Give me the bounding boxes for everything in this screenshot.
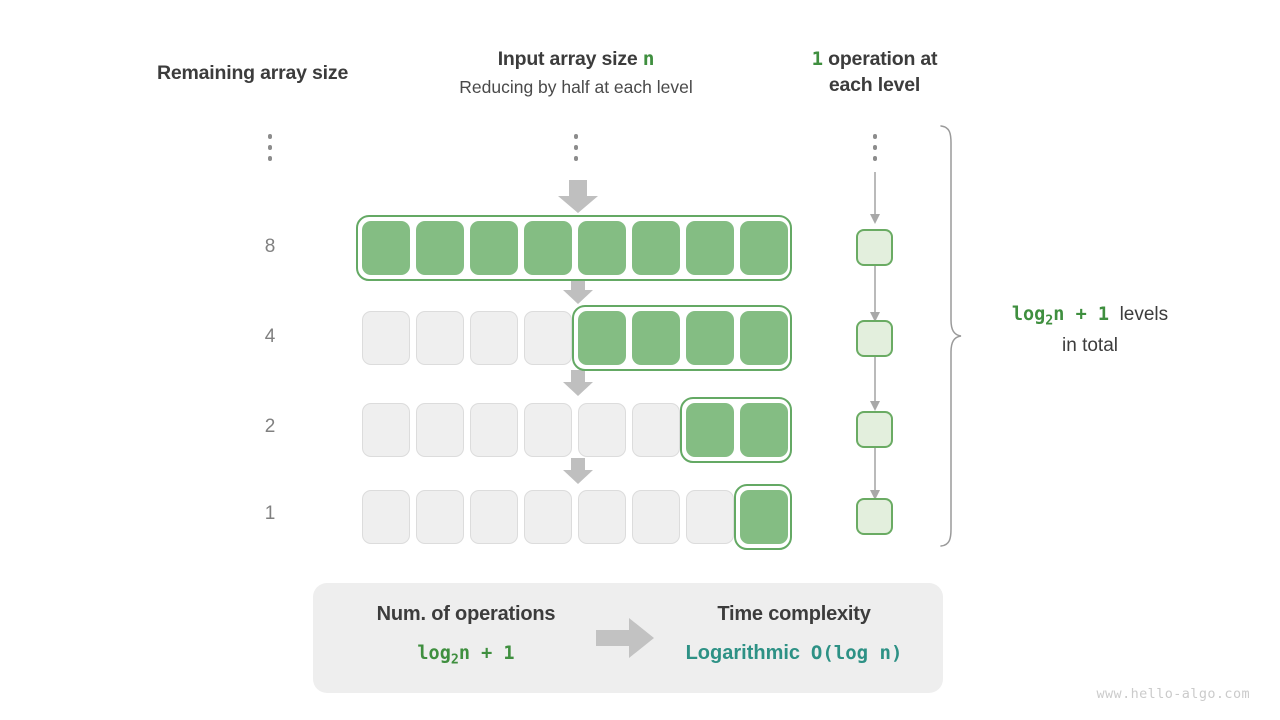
- summary-left-formula-post: n + 1: [458, 643, 515, 664]
- array-cell: [470, 221, 518, 275]
- array-cell: [578, 403, 626, 457]
- row-label-8: 8: [264, 236, 276, 257]
- levels-word: levels: [1119, 304, 1169, 325]
- array-cell: [416, 490, 464, 544]
- operation-box-1: [856, 229, 893, 266]
- levels-formula-line: log2n + 1 levels: [980, 301, 1200, 331]
- levels-line2: in total: [1062, 335, 1118, 357]
- array-cell: [362, 490, 410, 544]
- array-cell: [740, 490, 788, 544]
- header-operations-per-level: 1 operation at each level: [772, 47, 977, 99]
- array-cell: [632, 403, 680, 457]
- array-cell: [470, 490, 518, 544]
- array-cell: [362, 311, 410, 365]
- summary-panel: Num. of operations log2n + 1 Time comple…: [313, 583, 943, 693]
- op-connector-arrow-1: [870, 266, 880, 322]
- down-arrow-icon-3: [563, 370, 593, 396]
- levels-annotation: log2n + 1 levels in total: [980, 301, 1200, 359]
- header-op-line2: each level: [828, 73, 921, 96]
- row-label-2: 2: [264, 416, 276, 437]
- summary-right-value: Logarithmic O(log n): [665, 642, 923, 665]
- array-cell: [524, 490, 572, 544]
- array-cell: [740, 311, 788, 365]
- op-connector-arrow-3: [870, 448, 880, 500]
- array-cell: [470, 311, 518, 365]
- summary-right: Time complexity Logarithmic O(log n): [665, 603, 923, 665]
- array-cell: [632, 490, 680, 544]
- array-cell: [578, 311, 626, 365]
- header-input-var-n: n: [642, 47, 655, 70]
- header-op-count: 1: [811, 48, 823, 70]
- op-connector-arrow-2: [870, 357, 880, 411]
- array-cell: [416, 403, 464, 457]
- row-label-4: 4: [264, 326, 276, 347]
- array-cell: [632, 221, 680, 275]
- array-cell: [470, 403, 518, 457]
- array-cell: [362, 221, 410, 275]
- array-cell: [524, 403, 572, 457]
- array-cell: [686, 311, 734, 365]
- array-cell: [578, 490, 626, 544]
- levels-formula-post: n + 1: [1053, 304, 1109, 325]
- summary-left-formula-pre: log: [417, 643, 451, 664]
- array-column-ellipsis: [569, 134, 583, 167]
- down-arrow-icon-1: [558, 180, 598, 213]
- summary-left-formula-sub: 2: [450, 652, 459, 668]
- array-cell: [416, 311, 464, 365]
- header-input-array-size: Input array size n Reducing by half at e…: [416, 47, 736, 98]
- summary-complexity-word: Logarithmic: [685, 642, 801, 664]
- operation-box-2: [856, 320, 893, 357]
- header-input-title-text: Input array size: [497, 48, 643, 70]
- op-connector-arrow-0: [870, 172, 880, 224]
- array-cell: [740, 221, 788, 275]
- array-cell: [416, 221, 464, 275]
- right-arrow-icon: [596, 618, 654, 658]
- header-remaining-array-size: Remaining array size: [157, 62, 349, 84]
- down-arrow-icon-2: [563, 278, 593, 304]
- header-op-line1: operation at: [822, 48, 938, 70]
- array-cell: [524, 311, 572, 365]
- row-label-1: 1: [264, 503, 276, 524]
- op-column-ellipsis: [868, 134, 882, 167]
- summary-left-title: Num. of operations: [376, 603, 556, 625]
- summary-right-title: Time complexity: [717, 603, 871, 625]
- header-input-title: Input array size n: [416, 47, 736, 71]
- array-cell: [686, 221, 734, 275]
- levels-formula-pre: log: [1011, 304, 1046, 325]
- array-cell: [686, 490, 734, 544]
- array-cell: [686, 403, 734, 457]
- array-cell: [578, 221, 626, 275]
- summary-left-value: log2n + 1: [341, 642, 591, 668]
- levels-formula: log2n + 1: [1011, 304, 1109, 329]
- array-cell: [740, 403, 788, 457]
- levels-brace: [940, 125, 962, 547]
- array-cell: [362, 403, 410, 457]
- array-cell: [524, 221, 572, 275]
- header-input-subtitle: Reducing by half at each level: [459, 77, 693, 97]
- summary-complexity-notation: O(log n): [810, 642, 903, 664]
- operation-box-3: [856, 411, 893, 448]
- left-column-ellipsis: [263, 134, 277, 167]
- array-cell: [632, 311, 680, 365]
- operation-box-4: [856, 498, 893, 535]
- watermark: www.hello-algo.com: [1096, 686, 1250, 702]
- down-arrow-icon-4: [563, 458, 593, 484]
- summary-left: Num. of operations log2n + 1: [341, 603, 591, 668]
- levels-formula-sub: 2: [1045, 313, 1054, 329]
